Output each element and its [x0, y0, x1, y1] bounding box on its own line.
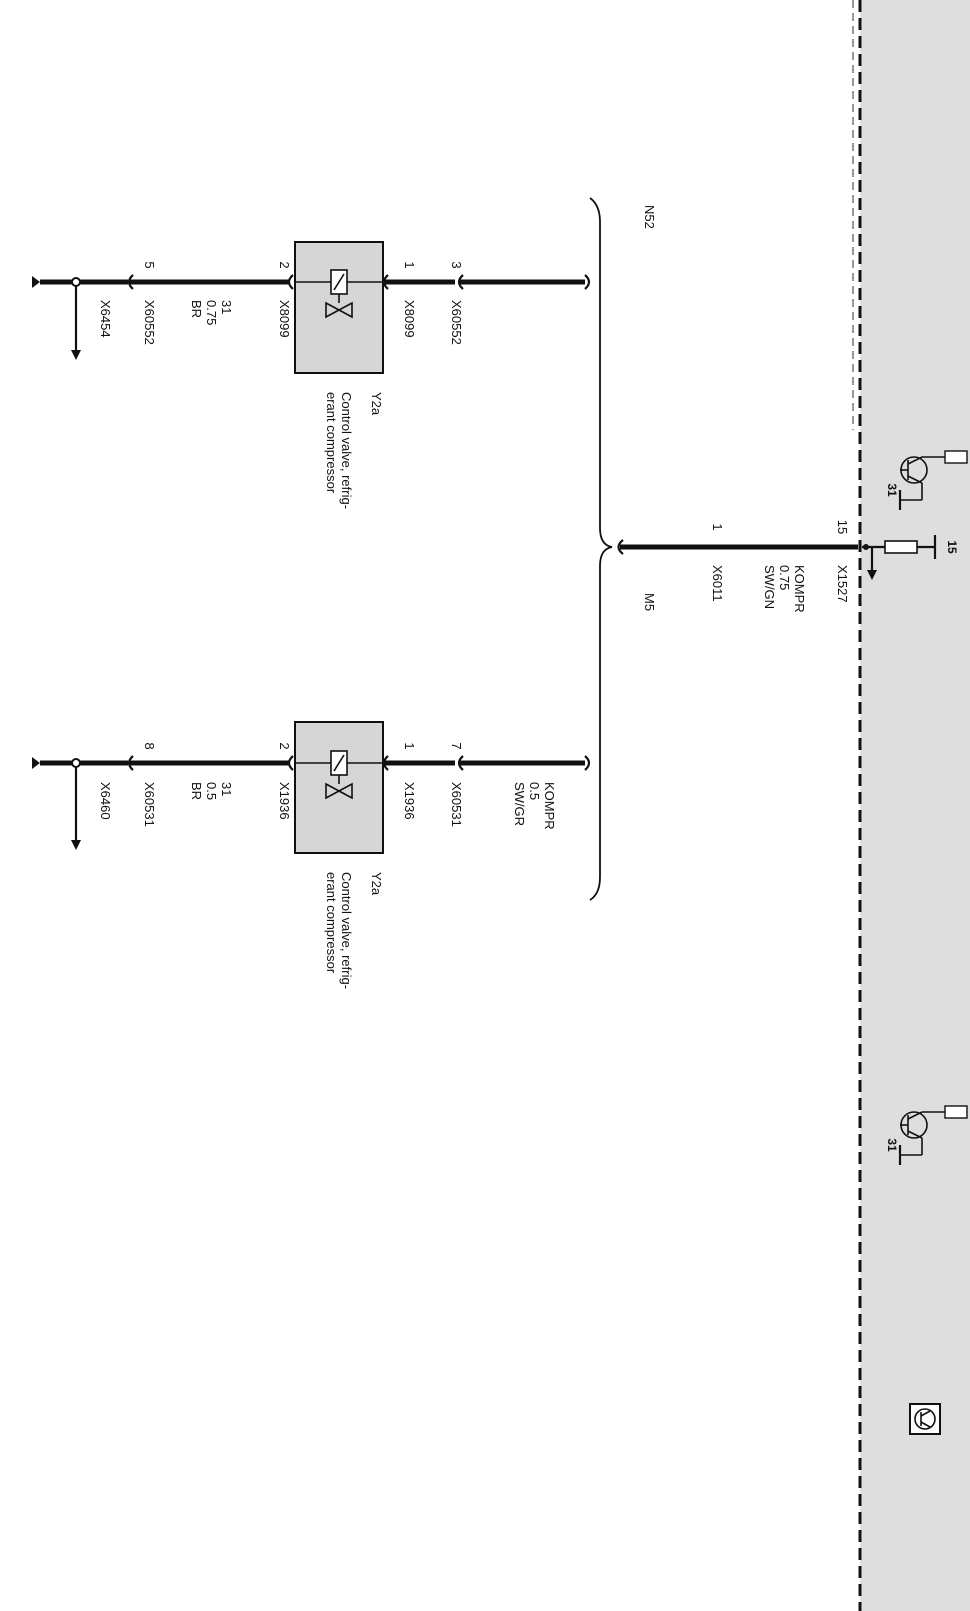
transistor-driver-1: 31	[885, 450, 968, 510]
valve-a-pin-out: 2	[277, 261, 292, 268]
module-wire-color: SW/GN	[762, 565, 777, 609]
harness-bracket	[589, 197, 613, 901]
valve-a-desc-2: erant compressor	[324, 392, 339, 494]
valve-b-ground-wire: 31	[219, 782, 234, 796]
valve-a-ground-pin: 5	[142, 261, 157, 268]
valve-b-ground-size: 0.5	[204, 782, 219, 800]
transistor-driver-2: 31	[885, 1105, 968, 1165]
supply-circuit: 15	[862, 535, 959, 580]
supply-label: 15	[945, 540, 959, 554]
valve-b-inline-connector: X60531	[449, 782, 464, 827]
valve-a-solenoid-icon	[325, 269, 353, 319]
splice-connector: X6011	[710, 565, 725, 602]
valve-a-ground-point: X6454	[98, 300, 113, 338]
valve-a-ground-connector: X60552	[142, 300, 157, 345]
valve-b-solenoid-icon	[325, 750, 353, 800]
valve-b-circuit	[32, 721, 591, 854]
valve-a-ground-color: BR	[189, 300, 204, 318]
valve-b-desc-2: erant compressor	[324, 872, 339, 974]
bracket-label-top: N52	[642, 205, 657, 229]
splice-pin: 1	[710, 523, 725, 530]
valve-b-desc-1: Control valve, refrig-	[339, 872, 354, 989]
module-wire-size: 0.75	[777, 565, 792, 590]
valve-a-desc-1: Control valve, refrig-	[339, 392, 354, 509]
valve-a-pin-in: 1	[402, 261, 417, 268]
valve-b-size: 0.5	[527, 782, 542, 800]
valve-a-inline-connector: X60552	[449, 300, 464, 345]
ground-label-2: 31	[885, 1138, 899, 1152]
control-unit-icon	[909, 1403, 941, 1435]
module-connector: X1527	[835, 565, 850, 603]
valve-a-conn-out: X8099	[277, 300, 292, 338]
valve-a-id: Y2a	[369, 392, 384, 416]
valve-a-ground-size: 0.75	[204, 300, 219, 325]
valve-b-pin-in: 1	[402, 742, 417, 749]
valve-b-ground-color: BR	[189, 782, 204, 800]
valve-b-signal: KOMPR	[542, 782, 557, 830]
control-module-area	[860, 0, 970, 1611]
valve-b-ground-pin: 8	[142, 742, 157, 749]
valve-b-color: SW/GR	[512, 782, 527, 826]
valve-a-inline-pin: 3	[449, 261, 464, 268]
valve-a-ground-wire: 31	[219, 300, 234, 314]
valve-a-circuit	[32, 241, 591, 374]
valve-b-inline-pin: 7	[449, 742, 464, 749]
valve-b-ground-connector: X60531	[142, 782, 157, 827]
valve-b-conn-out: X1936	[277, 782, 292, 820]
bracket-label-bottom: M5	[642, 593, 657, 611]
valve-a-conn-in: X8099	[402, 300, 417, 338]
valve-b-id: Y2a	[369, 872, 384, 896]
module-signal: KOMPR	[792, 565, 807, 613]
valve-a-box	[294, 241, 384, 374]
valve-b-pin-out: 2	[277, 742, 292, 749]
valve-b-conn-in: X1936	[402, 782, 417, 820]
ground-label-1: 31	[885, 483, 899, 497]
module-pin: 15	[835, 520, 850, 534]
valve-b-box	[294, 721, 384, 854]
valve-b-ground-point: X6460	[98, 782, 113, 820]
